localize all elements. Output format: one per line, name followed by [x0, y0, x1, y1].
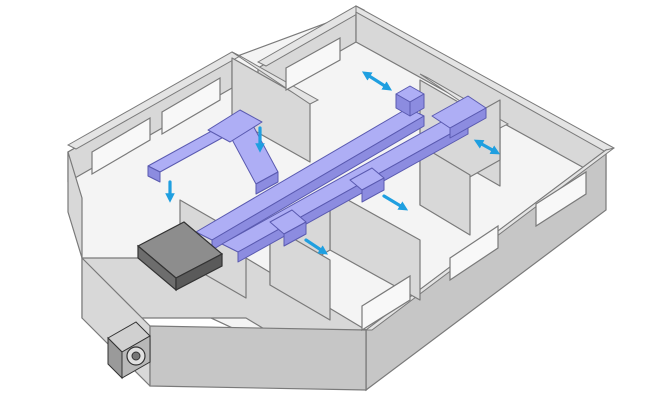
- airflow-arrow: [304, 238, 328, 255]
- airflow-arrow: [361, 71, 393, 91]
- window: [161, 76, 221, 136]
- airflow-arrows: [165, 71, 501, 255]
- airflow-arrow: [473, 139, 501, 155]
- duct-system: [147, 85, 487, 263]
- window: [91, 116, 151, 176]
- window: [449, 224, 499, 282]
- airflow-arrow: [382, 194, 409, 211]
- wall-extension-bottom: [149, 325, 367, 391]
- window: [361, 274, 411, 332]
- air-handler: [136, 221, 224, 292]
- window: [535, 170, 587, 228]
- window: [285, 36, 341, 92]
- outdoor-unit: [107, 321, 151, 380]
